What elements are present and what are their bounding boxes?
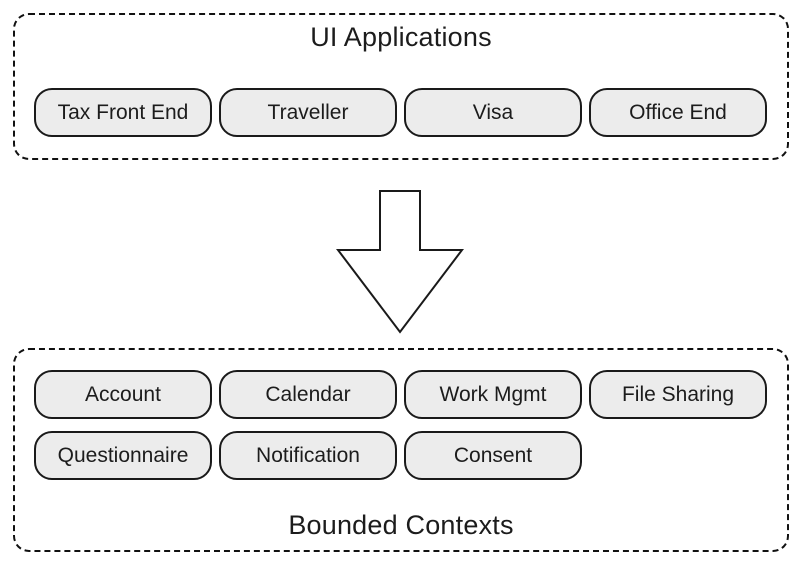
box-questionnaire: Questionnaire [34,431,212,480]
bounded-contexts-container: Account Calendar Work Mgmt File Sharing … [13,348,789,552]
box-account-label: Account [85,382,161,406]
bounded-contexts-title: Bounded Contexts [288,510,514,540]
box-calendar-label: Calendar [265,382,351,406]
box-work-mgmt-label: Work Mgmt [439,382,547,406]
box-traveller-label: Traveller [267,100,349,124]
bounded-contexts-row-1: Account Calendar Work Mgmt File Sharing [34,370,767,419]
box-file-sharing: File Sharing [589,370,767,419]
box-visa-label: Visa [472,100,514,124]
box-traveller: Traveller [219,88,397,137]
ui-applications-row: Tax Front End Traveller Visa Office End [34,88,767,137]
box-office-end: Office End [589,88,767,137]
box-file-sharing-label: File Sharing [621,382,735,406]
box-tax-front-end-label: Tax Front End [57,100,189,124]
box-office-end-label: Office End [629,100,727,124]
ui-applications-title: UI Applications [310,22,492,52]
box-questionnaire-label: Questionnaire [57,443,189,467]
box-calendar: Calendar [219,370,397,419]
box-notification-label: Notification [256,443,360,467]
box-work-mgmt: Work Mgmt [404,370,582,419]
box-consent-label: Consent [453,443,533,467]
ui-applications-container: UI Applications Tax Front End Traveller … [13,13,789,160]
box-notification: Notification [219,431,397,480]
bounded-contexts-row-2: Questionnaire Notification Consent [34,431,582,480]
box-consent: Consent [404,431,582,480]
box-account: Account [34,370,212,419]
box-tax-front-end: Tax Front End [34,88,212,137]
box-visa: Visa [404,88,582,137]
down-arrow-icon [336,190,464,334]
